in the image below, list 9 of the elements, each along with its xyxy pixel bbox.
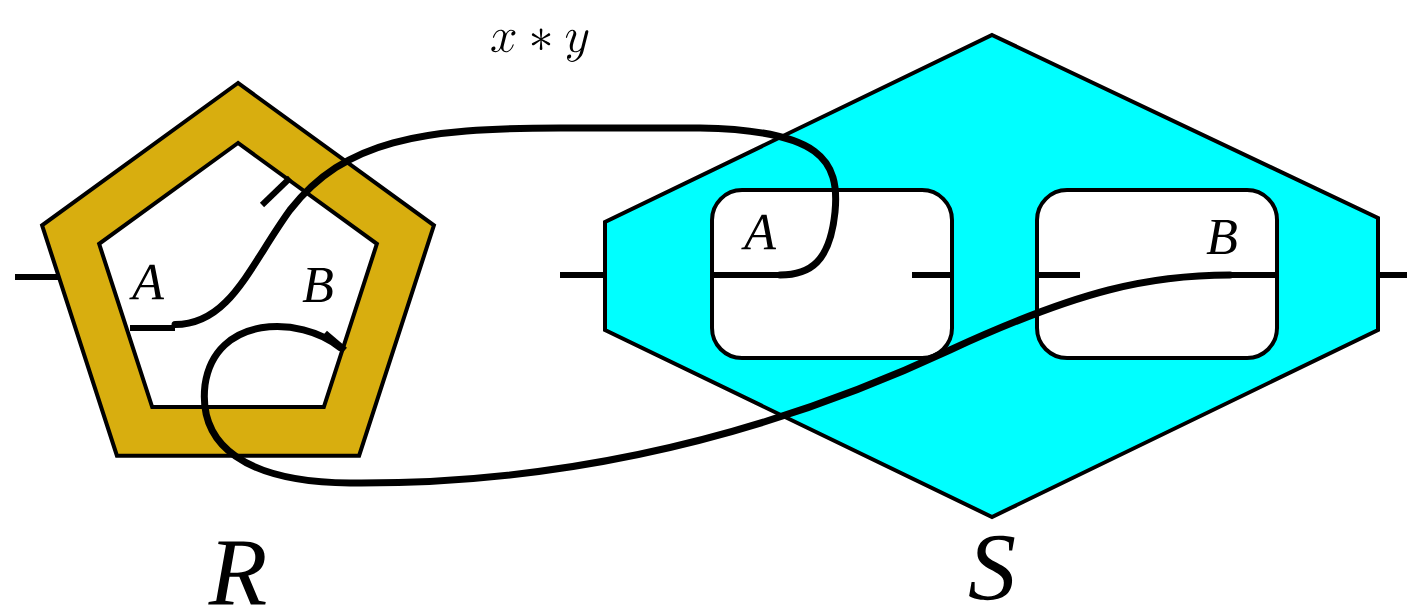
port-label: A (741, 214, 777, 250)
port-label: B (1206, 219, 1237, 255)
node-label: R (208, 541, 266, 605)
wire (171, 124, 840, 329)
port-label: B (302, 267, 333, 303)
node-label: S (969, 535, 1015, 601)
wire (200, 271, 1234, 487)
title: $x * y$ (491, 28, 589, 62)
port-label: A (129, 264, 165, 300)
